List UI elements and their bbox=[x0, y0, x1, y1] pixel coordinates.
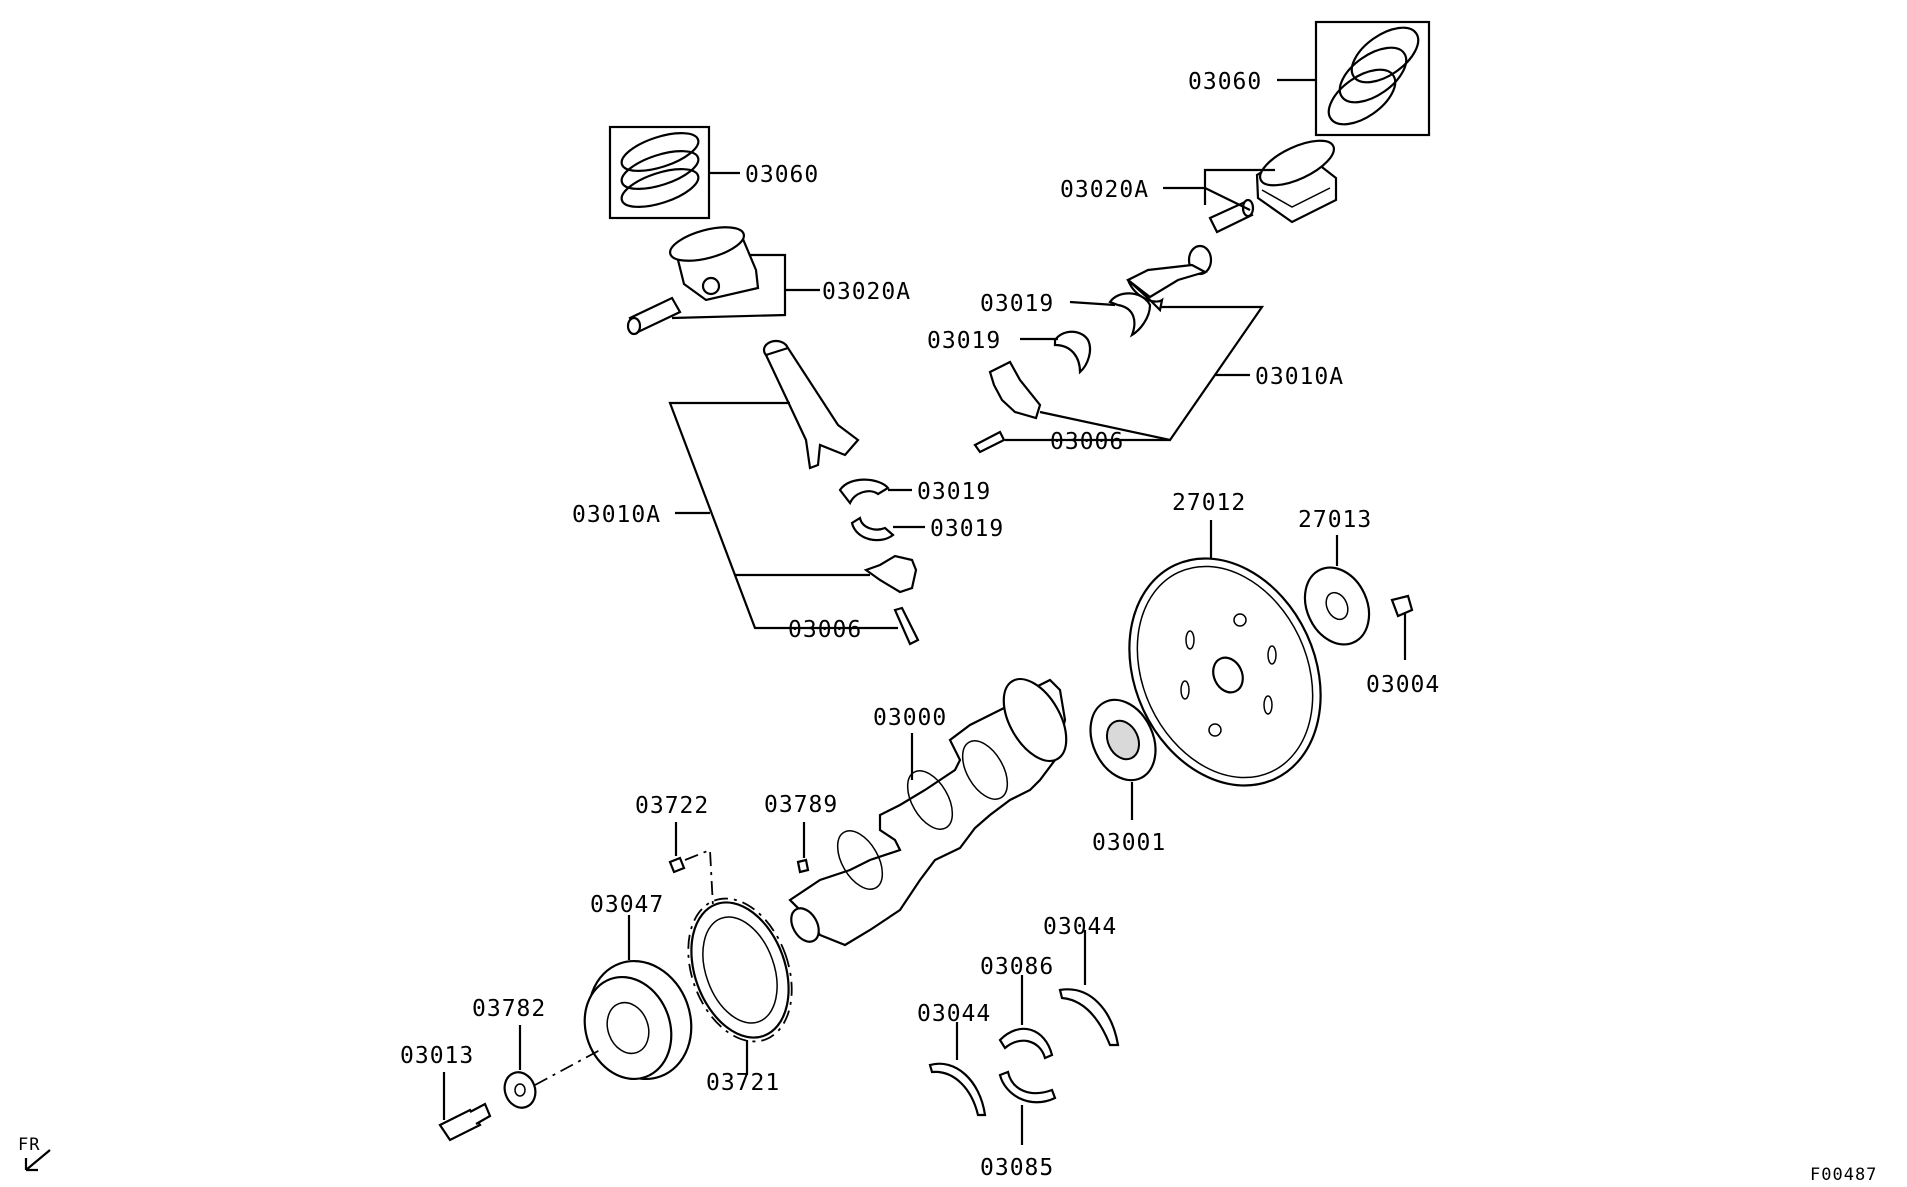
label-03006-right: 03006 bbox=[1050, 429, 1124, 455]
piston-rings-right[interactable] bbox=[1314, 17, 1431, 137]
label-03019-r1: 03019 bbox=[980, 291, 1054, 317]
label-03020a-left: 03020A bbox=[822, 279, 911, 305]
rear-oil-seal[interactable] bbox=[1078, 689, 1168, 790]
rod-cap-right[interactable] bbox=[988, 360, 1042, 420]
thrust-bearing-left[interactable] bbox=[928, 1062, 987, 1117]
label-03020a-right: 03020A bbox=[1060, 177, 1149, 203]
label-03789: 03789 bbox=[764, 792, 838, 818]
rod-cap-left[interactable] bbox=[863, 554, 918, 594]
label-03013: 03013 bbox=[400, 1043, 474, 1069]
main-bearing-lower[interactable] bbox=[998, 1070, 1057, 1104]
crank-key[interactable] bbox=[796, 858, 810, 874]
sprocket-bolt[interactable] bbox=[668, 856, 686, 874]
rod-bolt-right[interactable] bbox=[973, 430, 1006, 454]
label-03001: 03001 bbox=[1092, 830, 1166, 856]
label-03060-right: 03060 bbox=[1188, 69, 1262, 95]
label-03086: 03086 bbox=[980, 954, 1054, 980]
label-03782: 03782 bbox=[472, 996, 546, 1022]
label-03722: 03722 bbox=[635, 793, 709, 819]
crank-pulley[interactable] bbox=[571, 947, 708, 1094]
label-03044-left: 03044 bbox=[917, 1001, 991, 1027]
piston-left[interactable] bbox=[667, 221, 760, 302]
bearing-shell-r2[interactable] bbox=[1053, 330, 1092, 375]
bearing-shell-l1[interactable] bbox=[838, 478, 890, 506]
label-27013: 27013 bbox=[1298, 507, 1372, 533]
crank-sprocket[interactable] bbox=[670, 884, 811, 1056]
piston-pin-right[interactable] bbox=[1208, 198, 1255, 234]
pulley-bolt[interactable] bbox=[438, 1102, 492, 1142]
rod-bolt-left[interactable] bbox=[893, 606, 920, 646]
piston-pin-left[interactable] bbox=[626, 296, 682, 336]
bearing-shell-l2[interactable] bbox=[850, 516, 895, 542]
connecting-rod-left[interactable] bbox=[762, 339, 860, 470]
bearing-shell-r1[interactable] bbox=[1108, 292, 1152, 338]
label-03721: 03721 bbox=[706, 1070, 780, 1096]
label-03047: 03047 bbox=[590, 892, 664, 918]
crankshaft[interactable] bbox=[786, 669, 1080, 947]
label-27012: 27012 bbox=[1172, 490, 1246, 516]
label-03019-l2: 03019 bbox=[930, 516, 1004, 542]
front-label: FR bbox=[18, 1135, 40, 1155]
adapter-plate[interactable] bbox=[1293, 557, 1381, 655]
front-arrow-icon bbox=[24, 1149, 51, 1172]
main-bearing-upper[interactable] bbox=[998, 1027, 1054, 1060]
pulley-washer[interactable] bbox=[500, 1068, 541, 1112]
label-03000: 03000 bbox=[873, 705, 947, 731]
label-03085: 03085 bbox=[980, 1155, 1054, 1181]
piston-rings-left[interactable] bbox=[608, 125, 711, 220]
drive-plate-bolt[interactable] bbox=[1390, 594, 1414, 618]
connecting-rod-right[interactable] bbox=[1125, 244, 1213, 313]
drive-plate[interactable] bbox=[1094, 527, 1357, 817]
diagram-id: F00487 bbox=[1810, 1165, 1877, 1185]
label-03010a-right: 03010A bbox=[1255, 364, 1344, 390]
label-03010a-left: 03010A bbox=[572, 502, 661, 528]
piston-right[interactable] bbox=[1254, 132, 1340, 224]
label-03006-left: 03006 bbox=[788, 617, 862, 643]
thrust-bearing-top[interactable] bbox=[1058, 988, 1120, 1047]
label-03044-top: 03044 bbox=[1043, 914, 1117, 940]
label-03019-l1: 03019 bbox=[917, 479, 991, 505]
label-03004: 03004 bbox=[1366, 672, 1440, 698]
label-03060-left: 03060 bbox=[745, 162, 819, 188]
label-03019-r2: 03019 bbox=[927, 328, 1001, 354]
